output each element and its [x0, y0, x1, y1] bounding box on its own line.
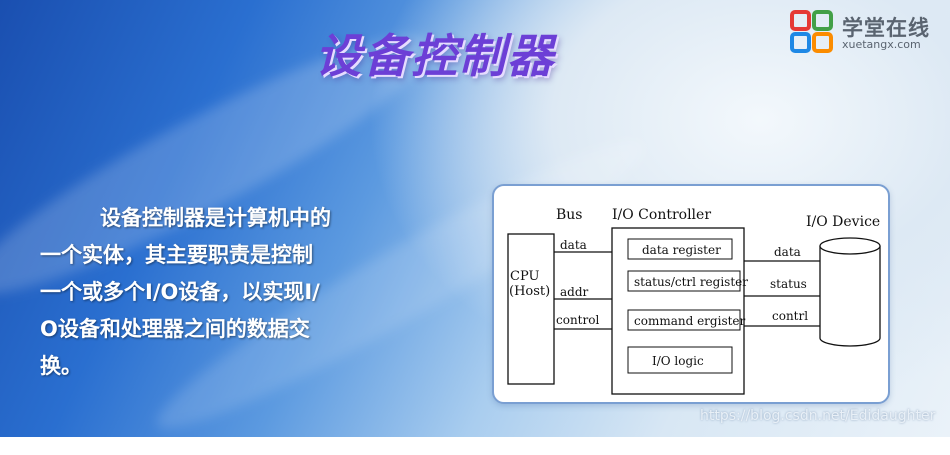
controller-label: I/O Controller	[612, 207, 711, 223]
register-box	[627, 309, 741, 331]
bus-line-label: addr	[560, 285, 589, 299]
device-line-label: contrl	[772, 309, 808, 323]
register-box	[627, 270, 741, 292]
logo-squares-icon	[790, 10, 833, 53]
register-label: status/ctrl register	[634, 275, 748, 289]
io-logic-box	[627, 346, 733, 374]
logo-text-cn: 学堂在线	[842, 16, 930, 40]
body-line: 换。	[40, 354, 82, 378]
io-controller-diagram: Bus I/O Controller I/O Device CPU (Host)…	[492, 184, 890, 404]
watermark-url: https://blog.csdn.net/Edidaughter	[700, 408, 936, 424]
cpu-box	[507, 233, 555, 385]
bus-label: Bus	[556, 207, 583, 223]
slide-body-text: 设备控制器是计算机中的 一个实体，其主要职责是控制 一个或多个I/O设备，以实现…	[40, 200, 390, 385]
bus-line-label: data	[560, 238, 587, 252]
body-line: 一个实体，其主要职责是控制	[40, 243, 313, 267]
device-line-label: data	[774, 245, 801, 259]
register-box	[627, 238, 733, 260]
cpu-label: CPU	[510, 269, 539, 284]
body-line: 设备控制器是计算机中的	[100, 206, 331, 230]
body-line: O设备和处理器之间的数据交	[40, 317, 310, 341]
slide-title: 设备控制器	[315, 29, 555, 83]
cpu-host-label: (Host)	[509, 284, 550, 299]
register-label: data register	[642, 243, 721, 257]
diagram-svg: Bus I/O Controller I/O Device CPU (Host)…	[507, 207, 881, 395]
io-logic-label: I/O logic	[652, 354, 704, 368]
body-line: 一个或多个I/O设备，以实现I/	[40, 280, 320, 304]
bus-line-label: control	[556, 313, 599, 327]
xuetangx-logo: 学堂在线 xuetangx.com	[790, 10, 940, 54]
device-label: I/O Device	[806, 214, 880, 230]
io-device-cylinder	[819, 237, 881, 347]
logo-text-en: xuetangx.com	[842, 38, 921, 51]
device-line-label: status	[770, 277, 807, 291]
register-label: command ergister	[634, 314, 746, 328]
